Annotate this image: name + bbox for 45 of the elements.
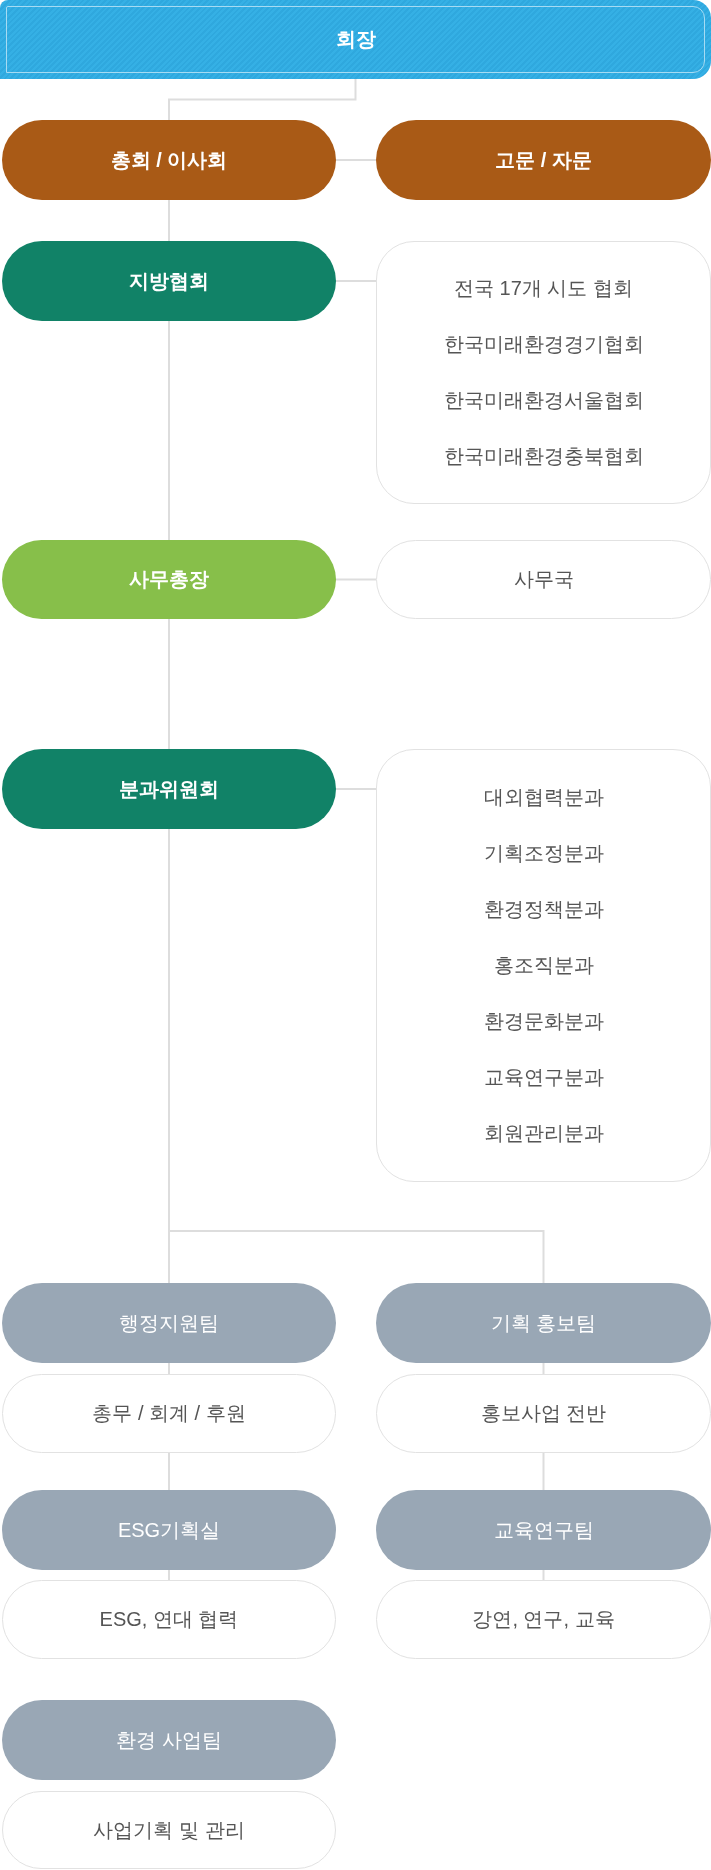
team-pill: 교육연구팀 (376, 1490, 711, 1570)
list-item: 환경정책분과 (483, 897, 604, 922)
member-list-panel (376, 241, 711, 504)
connector-line (335, 280, 377, 282)
connector-line (168, 828, 545, 1284)
duty-pill: 강연, 연구, 교육 (376, 1580, 711, 1659)
connector-line (168, 1362, 170, 1375)
connector-line (335, 788, 377, 790)
list-item: 한국미래환경경기협회 (443, 332, 644, 357)
duty-pill: ESG, 연대 협력 (2, 1580, 336, 1659)
connector-line (542, 1452, 545, 1491)
connector-line (335, 159, 377, 161)
role-pill: 고문 / 자문 (376, 120, 711, 200)
team-pill: 행정지원팀 (2, 1283, 336, 1363)
duty-pill: 총무 / 회계 / 후원 (2, 1374, 336, 1453)
duty-pill: 홍보사업 전반 (376, 1374, 711, 1453)
duty-pill: 사업기획 및 관리 (2, 1791, 336, 1869)
role-pill: 총회 / 이사회 (2, 120, 336, 200)
member-list-panel (376, 749, 711, 1182)
connector-line (168, 618, 170, 750)
team-pill: 환경 사업팀 (2, 1700, 336, 1780)
list-item: 전국 17개 시도 협회 (454, 276, 633, 301)
list-item: 환경문화분과 (483, 1009, 604, 1034)
connector-line (542, 1362, 545, 1375)
connector-line (542, 1569, 545, 1581)
list-item: 홍조직분과 (493, 953, 594, 978)
role-pill: 분과위원회 (2, 749, 336, 829)
connector-line (168, 320, 170, 541)
connector-line (168, 78, 357, 121)
list-item: 회원관리분과 (483, 1121, 604, 1146)
duty-pill: 사무국 (376, 540, 711, 619)
team-pill: ESG기획실 (2, 1490, 336, 1570)
connector-line (168, 1569, 170, 1581)
header-banner: 회장 (0, 0, 711, 79)
list-item: 한국미래환경충북협회 (443, 444, 644, 469)
list-item: 대외협력분과 (483, 785, 604, 810)
connector-line (168, 199, 170, 242)
list-item: 한국미래환경서울협회 (443, 388, 644, 413)
list-item: 기획조정분과 (483, 841, 604, 866)
connector-line (335, 578, 377, 581)
role-pill: 지방협회 (2, 241, 336, 321)
team-pill: 기획 홍보팀 (376, 1283, 711, 1363)
connector-line (168, 1452, 170, 1491)
role-pill: 사무총장 (2, 540, 336, 619)
list-item: 교육연구분과 (483, 1065, 604, 1090)
